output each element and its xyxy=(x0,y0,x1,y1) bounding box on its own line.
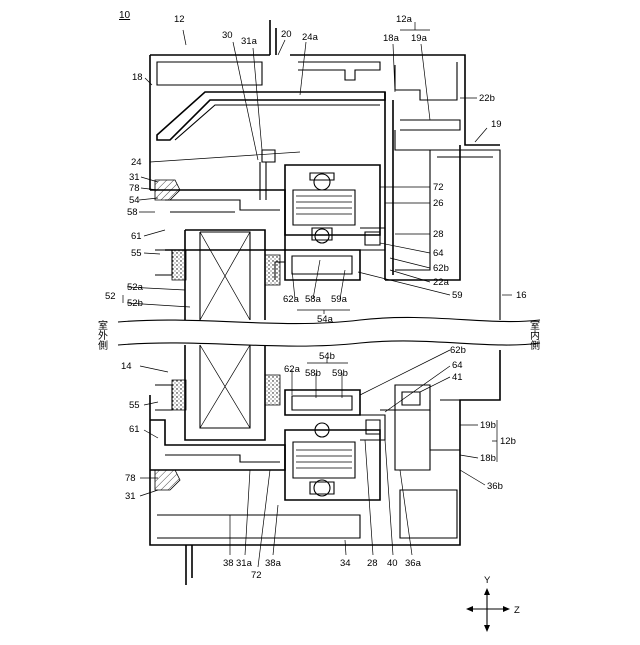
label-54: 54 xyxy=(129,195,140,206)
figure-number: 10 xyxy=(119,10,131,21)
label-36b: 36b xyxy=(487,481,503,492)
label-12b: 12b xyxy=(500,436,516,447)
label-59b: 59b xyxy=(332,368,348,379)
label-22b: 22b xyxy=(479,93,495,104)
label-24: 24 xyxy=(131,157,142,168)
label-18a: 18a xyxy=(383,33,400,44)
label-31a-bottom: 31a xyxy=(236,558,253,569)
label-59: 59 xyxy=(452,290,463,301)
label-31a-top: 31a xyxy=(241,36,258,47)
label-38a: 38a xyxy=(265,558,282,569)
label-62a-bottom: 62a xyxy=(284,364,301,375)
label-62b-top: 62b xyxy=(433,263,449,274)
axis-label-y: Y xyxy=(484,575,491,586)
label-64-bottom: 64 xyxy=(452,360,463,371)
label-54a: 54a xyxy=(317,314,334,325)
label-18-top: 18 xyxy=(132,72,143,83)
lower-drive-unit xyxy=(285,385,430,500)
label-54b: 54b xyxy=(319,351,335,362)
label-78-bottom: 78 xyxy=(125,473,136,484)
label-19b: 19b xyxy=(480,420,496,431)
label-36a: 36a xyxy=(405,558,422,569)
reference-labels: 12 12a 18a 19a 30 31a 20 24a 18 22b 19 2… xyxy=(105,14,527,581)
label-58: 58 xyxy=(127,207,138,218)
label-18b: 18b xyxy=(480,453,496,464)
outdoor-side-label: 室外側 xyxy=(96,319,108,350)
label-52b: 52b xyxy=(127,298,143,309)
label-72-top: 72 xyxy=(433,182,444,193)
label-52: 52 xyxy=(105,291,116,302)
label-30: 30 xyxy=(222,30,233,41)
label-38: 38 xyxy=(223,558,234,569)
label-64-top: 64 xyxy=(433,248,444,259)
label-72-bottom: 72 xyxy=(251,570,262,581)
label-58a: 58a xyxy=(305,294,322,305)
label-62a-top: 62a xyxy=(283,294,300,305)
label-61-bottom: 61 xyxy=(129,424,140,435)
label-22a: 22a xyxy=(433,277,450,288)
label-55-bottom: 55 xyxy=(129,400,140,411)
label-16: 16 xyxy=(516,290,527,301)
label-24a: 24a xyxy=(302,32,319,43)
upper-drive-unit xyxy=(260,150,380,243)
axis-label-z: Z xyxy=(514,605,520,616)
label-41: 41 xyxy=(452,372,463,383)
label-78-top: 78 xyxy=(129,183,140,194)
label-14: 14 xyxy=(121,361,132,372)
label-28-bottom: 28 xyxy=(367,558,378,569)
label-34: 34 xyxy=(340,558,351,569)
label-19a: 19a xyxy=(411,33,428,44)
label-19-top: 19 xyxy=(491,119,502,130)
label-59a: 59a xyxy=(331,294,348,305)
label-28-top: 28 xyxy=(433,229,444,240)
label-12a: 12a xyxy=(396,14,413,25)
label-40: 40 xyxy=(387,558,398,569)
label-55-top: 55 xyxy=(131,248,142,259)
upper-sash xyxy=(150,180,385,320)
label-26: 26 xyxy=(433,198,444,209)
label-62b-bottom: 62b xyxy=(450,345,466,356)
label-12: 12 xyxy=(174,14,185,25)
label-61-top: 61 xyxy=(131,231,142,242)
axis-indicator: Y Z xyxy=(466,575,520,632)
label-31-top: 31 xyxy=(129,172,140,183)
label-31-bottom: 31 xyxy=(125,491,136,502)
indoor-side-label: 室内側 xyxy=(528,319,540,350)
label-52a: 52a xyxy=(127,282,144,293)
label-58b: 58b xyxy=(305,368,321,379)
label-20: 20 xyxy=(281,29,292,40)
